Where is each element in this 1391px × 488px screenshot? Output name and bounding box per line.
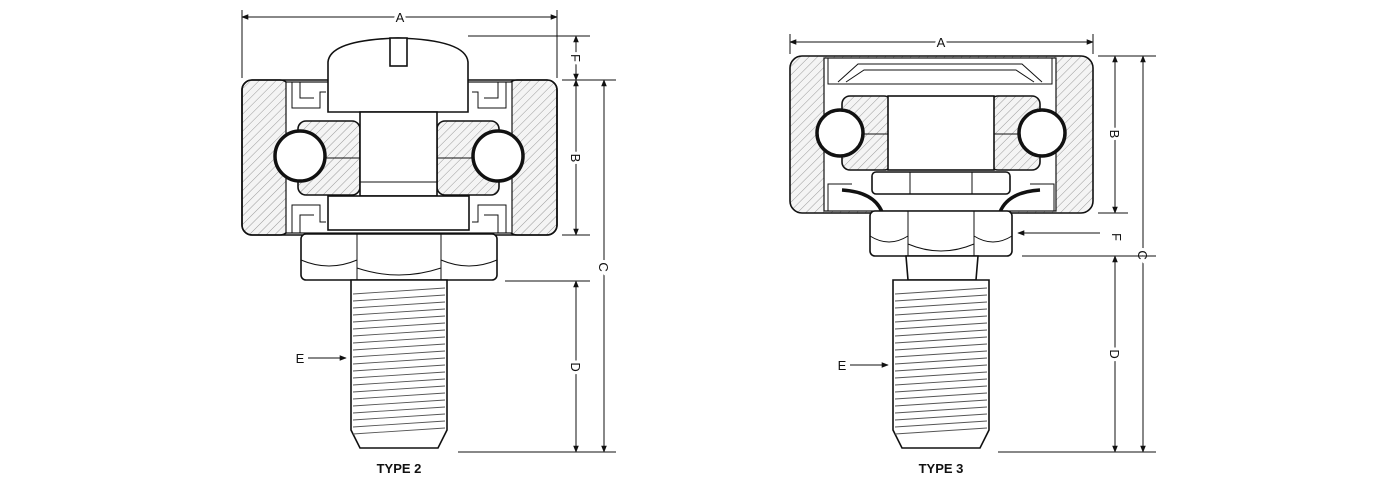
type2-dim-b-label: B (568, 154, 583, 163)
type2-channel-right-top (472, 82, 507, 109)
type3-ball-right (1017, 108, 1067, 158)
type3-threads (894, 287, 988, 435)
type2-washer (327, 195, 470, 231)
type3-dim-c-label: C (1135, 250, 1150, 259)
type3-spindle (887, 95, 995, 171)
type-2-drawing: A F B C D E TYPE 2 (241, 7, 616, 476)
type3-dim-a-label: A (937, 35, 946, 50)
type3-dim-f-label: F (1109, 233, 1124, 241)
type3-seal-curve-right (998, 188, 1041, 213)
type2-dim-f-label: F (568, 54, 583, 62)
type3-inner-nut (871, 171, 1011, 195)
type2-ball-left (273, 129, 327, 183)
type2-dim-c-label: C (596, 262, 611, 271)
type3-seal-curve-left (841, 188, 884, 213)
type2-channel-left-bot (291, 204, 326, 233)
type-3-drawing: A B C F D E TYPE 3 (789, 32, 1156, 476)
type2-hex-nut (300, 233, 498, 281)
type3-cover-plate (827, 58, 1053, 85)
type2-threads (352, 287, 446, 435)
type3-lower-seal (827, 183, 1055, 211)
type2-channel-right-bot (472, 204, 507, 233)
type2-dim-d-label: D (568, 362, 583, 371)
type3-dim-e-label: E (838, 358, 847, 373)
type2-channel-left-top (291, 82, 326, 109)
type3-threaded-stud (892, 279, 990, 449)
type2-dim-a-label: A (396, 10, 405, 25)
type3-ball-left (815, 108, 865, 158)
type2-spindle (359, 111, 438, 197)
type3-neck (905, 255, 979, 281)
type2-threaded-stud (350, 279, 448, 449)
type2-caption: TYPE 2 (377, 461, 422, 476)
type2-dim-e-label: E (296, 351, 305, 366)
type3-dim-b-label: B (1107, 130, 1122, 139)
type2-screw-slot (389, 37, 408, 67)
type2-ball-right (471, 129, 525, 183)
type3-dim-d-label: D (1107, 349, 1122, 358)
type3-caption: TYPE 3 (919, 461, 964, 476)
type3-hex-nut (869, 210, 1013, 257)
